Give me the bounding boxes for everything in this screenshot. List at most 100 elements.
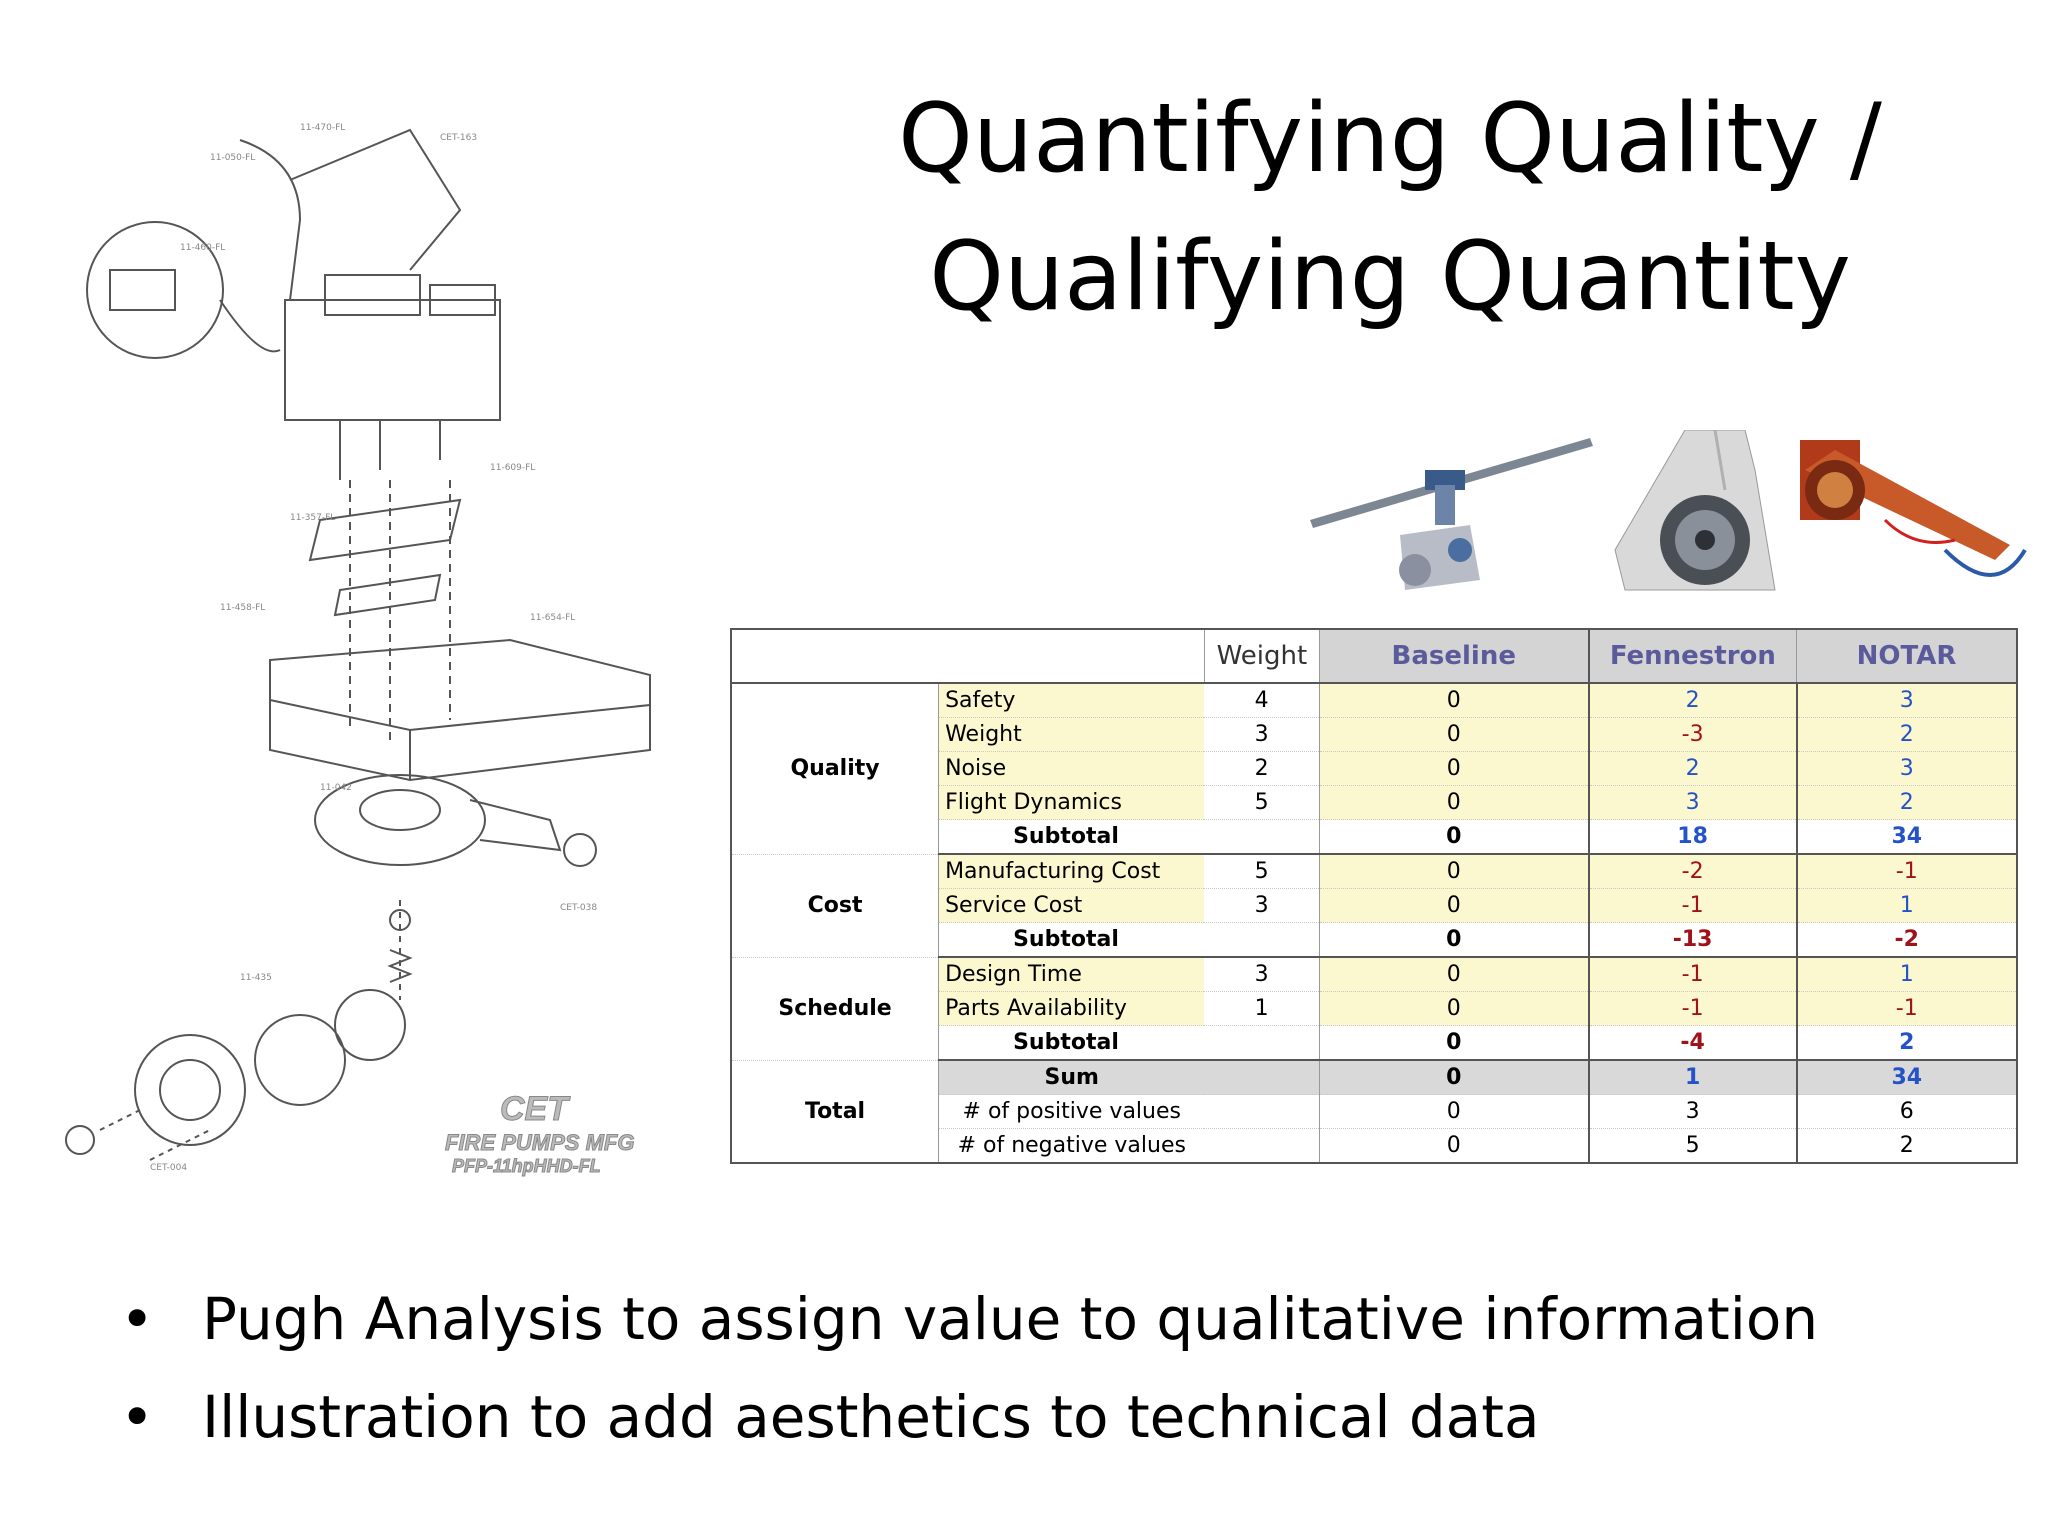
baseline-value: 0 <box>1319 854 1590 889</box>
baseline-value: 0 <box>1319 888 1590 923</box>
criterion-weight: 5 <box>1204 785 1320 820</box>
base-frame <box>269 638 651 782</box>
svg-text:11-458-FL: 11-458-FL <box>220 603 265 613</box>
subtotal-notar: 34 <box>1795 819 2017 855</box>
subtotal-label: Subtotal <box>938 922 1320 958</box>
criterion-name: Design Time <box>938 957 1205 992</box>
table-row: Cost Manufacturing Cost 5 0 -2 -1 <box>731 854 2017 958</box>
criterion-weight: 5 <box>1204 854 1320 889</box>
diagram-logo: CET <box>500 1090 571 1128</box>
positive-notar: 6 <box>1795 1094 2017 1129</box>
exploded-pump-diagram: 11-470-FL CET-163 11-050-FL 11-460-FL 11… <box>65 123 651 1177</box>
table-row: Noise 2 0 2 3 <box>731 751 2017 786</box>
subtotal-notar: -2 <box>1795 922 2017 958</box>
svg-text:11-460-FL: 11-460-FL <box>180 243 225 253</box>
svg-text:11-357-FL: 11-357-FL <box>290 513 335 523</box>
fennestron-value: -1 <box>1588 957 1797 992</box>
table-row: Schedule Design Time 3 0 -1 1 <box>731 957 2017 1061</box>
criterion-weight: 3 <box>1204 717 1320 752</box>
svg-text:CET-163: CET-163 <box>440 133 477 143</box>
positive-count-row: # of positive values 0 3 6 <box>731 1094 2017 1129</box>
positive-count-label: # of positive values <box>938 1094 1205 1129</box>
table-row: Quality Safety 4 0 2 3 <box>731 683 2017 855</box>
criterion-weight: 2 <box>1204 751 1320 786</box>
svg-text:11-435: 11-435 <box>240 973 272 983</box>
svg-text:11-654-FL: 11-654-FL <box>530 613 575 623</box>
title-line-2: Qualifying Quantity <box>929 222 1851 332</box>
negative-count-row: # of negative values 0 5 2 <box>731 1128 2017 1164</box>
fennestron-value: -1 <box>1588 991 1797 1026</box>
criterion-weight: 3 <box>1204 957 1320 992</box>
svg-text:CET-038: CET-038 <box>560 903 597 913</box>
fennestron-value: 3 <box>1588 785 1797 820</box>
conventional-tail-rotor-image <box>1310 438 1593 590</box>
subtotal-fennestron: 18 <box>1588 819 1797 855</box>
table-row: Weight 3 0 -3 2 <box>731 717 2017 752</box>
fennestron-value: 2 <box>1588 751 1797 786</box>
negative-count-label: # of negative values <box>938 1128 1205 1164</box>
volute-cover <box>134 1034 246 1146</box>
svg-text:11-609-FL: 11-609-FL <box>490 463 535 473</box>
positive-weight-blank <box>1204 1094 1320 1129</box>
bullet-item: Pugh Analysis to assign value to qualita… <box>120 1270 1818 1368</box>
subtotal-baseline: 0 <box>1319 1025 1590 1061</box>
subtotal-label: Subtotal <box>938 819 1320 855</box>
svg-text:11-042: 11-042 <box>320 783 352 793</box>
fennestron-value: 2 <box>1588 683 1797 718</box>
pump-housing <box>314 774 486 866</box>
baseline-value: 0 <box>1319 751 1590 786</box>
sum-row: Total Sum 0 1 34 <box>731 1060 2017 1164</box>
table-header-row: Weight Baseline Fennestron NOTAR <box>731 629 2017 684</box>
notar-value: 1 <box>1795 888 2017 923</box>
notar-image <box>1800 440 2027 577</box>
negative-notar: 2 <box>1795 1128 2017 1164</box>
detail-part <box>109 269 176 311</box>
bullet-item: Illustration to add aesthetics to techni… <box>120 1368 1818 1466</box>
svg-text:11-470-FL: 11-470-FL <box>300 123 345 133</box>
notar-value: -1 <box>1795 991 2017 1026</box>
category-quality: Quality <box>731 683 940 855</box>
subtotal-row: Subtotal 0 -13 -2 <box>731 922 2017 958</box>
criterion-name: Parts Availability <box>938 991 1205 1026</box>
notar-value: 3 <box>1795 751 2017 786</box>
baseline-value: 0 <box>1319 683 1590 718</box>
positive-fennestron: 3 <box>1588 1094 1797 1129</box>
criterion-name: Service Cost <box>938 888 1205 923</box>
category-total: Total <box>731 1060 940 1164</box>
positive-baseline: 0 <box>1319 1094 1590 1129</box>
fenestron-image <box>1614 430 1776 591</box>
notar-value: 2 <box>1795 717 2017 752</box>
fennestron-value: -1 <box>1588 888 1797 923</box>
header-weight: Weight <box>1204 629 1320 684</box>
subtotal-fennestron: -4 <box>1588 1025 1797 1061</box>
subtotal-baseline: 0 <box>1319 922 1590 958</box>
baseline-value: 0 <box>1319 717 1590 752</box>
mount-plate <box>308 498 462 562</box>
bullet-list: Pugh Analysis to assign value to qualita… <box>120 1270 1818 1466</box>
criterion-weight: 4 <box>1204 683 1320 718</box>
pugh-matrix-table: Weight Baseline Fennestron NOTAR Quality… <box>730 628 2018 1164</box>
notar-value: -1 <box>1795 854 2017 889</box>
criterion-name: Noise <box>938 751 1205 786</box>
svg-text:CET-004: CET-004 <box>150 1163 187 1173</box>
notar-value: 3 <box>1795 683 2017 718</box>
category-schedule: Schedule <box>731 957 940 1061</box>
svg-text:11-050-FL: 11-050-FL <box>210 153 255 163</box>
negative-weight-blank <box>1204 1128 1320 1164</box>
subtotal-notar: 2 <box>1795 1025 2017 1061</box>
diagram-caption-1: FIRE PUMPS MFG <box>445 1130 634 1155</box>
fennestron-value: -2 <box>1588 854 1797 889</box>
criterion-weight: 1 <box>1204 991 1320 1026</box>
subtotal-baseline: 0 <box>1319 819 1590 855</box>
criterion-name: Manufacturing Cost <box>938 854 1205 889</box>
sum-label: Sum <box>938 1060 1205 1095</box>
header-fennestron: Fennestron <box>1588 629 1798 684</box>
header-blank <box>731 629 1205 684</box>
criterion-name: Weight <box>938 717 1205 752</box>
baseline-value: 0 <box>1319 785 1590 820</box>
header-baseline: Baseline <box>1319 629 1590 684</box>
notar-value: 2 <box>1795 785 2017 820</box>
detail-callout-circle <box>86 221 224 359</box>
criterion-name: Safety <box>938 683 1205 718</box>
